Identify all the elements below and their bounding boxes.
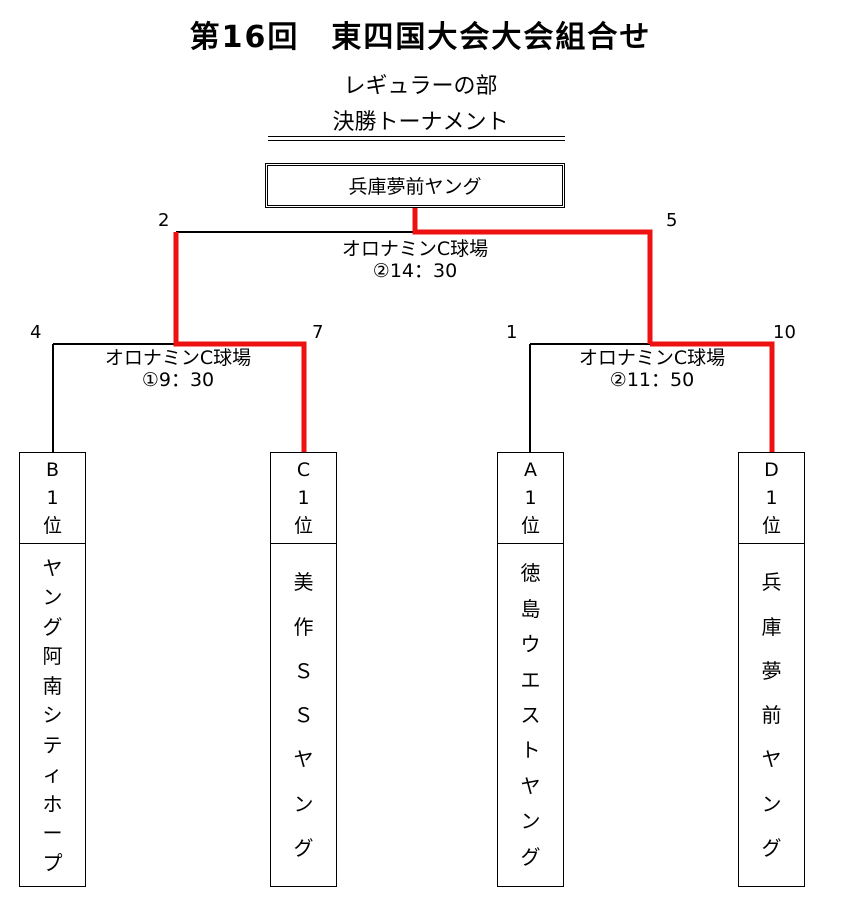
team-name-char: ヤ xyxy=(761,747,782,772)
team-seed-char: 位 xyxy=(42,515,62,537)
semi1-time: ①9：30 xyxy=(141,369,215,391)
team-name-char: グ xyxy=(42,614,63,639)
team-name-char: プ xyxy=(42,850,63,875)
team-seed-char: A xyxy=(524,459,537,481)
team-name-char: グ xyxy=(293,835,314,860)
final-venue: オロナミンC球場 ②14：30 xyxy=(300,238,530,282)
team-name-char: 兵 xyxy=(761,570,782,595)
team-name-char: ン xyxy=(761,791,782,816)
team-name-char: ス xyxy=(520,702,541,727)
semi2-score-right: 10 xyxy=(773,322,796,343)
team-seed: B 1 位 xyxy=(20,453,85,544)
team-name-char: ン xyxy=(42,585,63,609)
team-name-char: ト xyxy=(520,738,541,763)
team-name-char: シ xyxy=(42,703,63,727)
team-name-char: 南 xyxy=(42,673,63,698)
page-title: 第16回 東四国大会大会組合せ xyxy=(189,20,652,55)
semi1-winner-path xyxy=(173,232,307,452)
team-seed-char: 位 xyxy=(520,515,540,537)
team-name-char: 作 xyxy=(293,614,314,639)
team-name-char: グ xyxy=(761,835,782,860)
team-name-char: 庫 xyxy=(761,614,782,639)
semi1-venue-name: オロナミンC球場 xyxy=(104,347,252,369)
final-score-left: 2 xyxy=(158,210,170,231)
final-score-right: 5 xyxy=(666,210,678,231)
champion-name: 兵庫夢前ヤング xyxy=(348,176,482,198)
team-name-char: ン xyxy=(293,791,314,816)
team-name-char: Ｓ xyxy=(293,658,314,683)
team-name-char: ウ xyxy=(520,632,541,657)
champion-box: 兵庫夢前ヤング xyxy=(265,163,565,208)
team-seed: C 1 位 xyxy=(271,453,336,544)
team-seed-char: B xyxy=(45,459,60,481)
semi2-time: ②11：50 xyxy=(609,369,695,391)
semi2-winner-path xyxy=(650,341,775,452)
team-name-char: ィ xyxy=(42,762,63,786)
team-name-char: 島 xyxy=(520,596,541,621)
team-name-char: 阿 xyxy=(42,644,63,668)
semi2-score-left: 1 xyxy=(506,322,518,343)
title-underline xyxy=(268,136,565,141)
team-name-char: テ xyxy=(42,732,63,757)
division-label: レギュラーの部 xyxy=(343,74,498,99)
team-name-char: 美 xyxy=(293,570,314,595)
team-name-char: グ xyxy=(520,844,541,869)
semi1-score-right: 7 xyxy=(312,322,324,343)
team-name-char: ヤ xyxy=(520,773,541,798)
team-name-char: ヤ xyxy=(293,747,314,772)
team-box-a1: A 1 位 徳島ウエストヤング xyxy=(497,452,564,887)
team-seed-char: 位 xyxy=(293,515,313,537)
team-name: 兵庫夢前ヤング xyxy=(739,544,804,886)
team-name-char: エ xyxy=(520,667,541,692)
semi1-score-left: 4 xyxy=(30,322,42,343)
team-seed-char: 1 xyxy=(765,487,778,509)
final-time: ②14：30 xyxy=(372,260,458,282)
team-name: 徳島ウエストヤング xyxy=(498,544,563,886)
team-seed-char: 1 xyxy=(46,487,59,509)
team-name-char: 徳 xyxy=(520,561,541,586)
team-seed: D 1 位 xyxy=(739,453,804,544)
team-seed-char: D xyxy=(764,459,779,481)
team-name-char: ン xyxy=(520,809,541,834)
team-name-char: 前 xyxy=(761,703,782,727)
final-winner-path xyxy=(412,208,653,344)
team-seed-char: C xyxy=(296,459,311,481)
team-name-char: ホ xyxy=(42,791,63,816)
team-box-d1: D 1 位 兵庫夢前ヤング xyxy=(738,452,805,887)
team-name-char: 夢 xyxy=(761,658,782,683)
team-name-char: ヤ xyxy=(42,555,63,580)
semi1-venue: オロナミンC球場 ①9：30 xyxy=(68,347,288,391)
team-box-b1: B 1 位 ヤング阿南シティホープ xyxy=(19,452,86,887)
team-name-char: Ｓ xyxy=(293,703,314,727)
team-seed-char: 位 xyxy=(761,515,781,537)
tournament-label: 決勝トーナメント xyxy=(332,110,509,135)
team-seed-char: 1 xyxy=(297,487,310,509)
final-venue-name: オロナミンC球場 xyxy=(341,238,489,260)
team-name: ヤング阿南シティホープ xyxy=(20,544,85,886)
team-seed-char: 1 xyxy=(524,487,537,509)
team-name-char: ー xyxy=(42,821,63,845)
semi2-venue-name: オロナミンC球場 xyxy=(578,347,726,369)
team-seed: A 1 位 xyxy=(498,453,563,544)
semi2-venue: オロナミンC球場 ②11：50 xyxy=(542,347,762,391)
